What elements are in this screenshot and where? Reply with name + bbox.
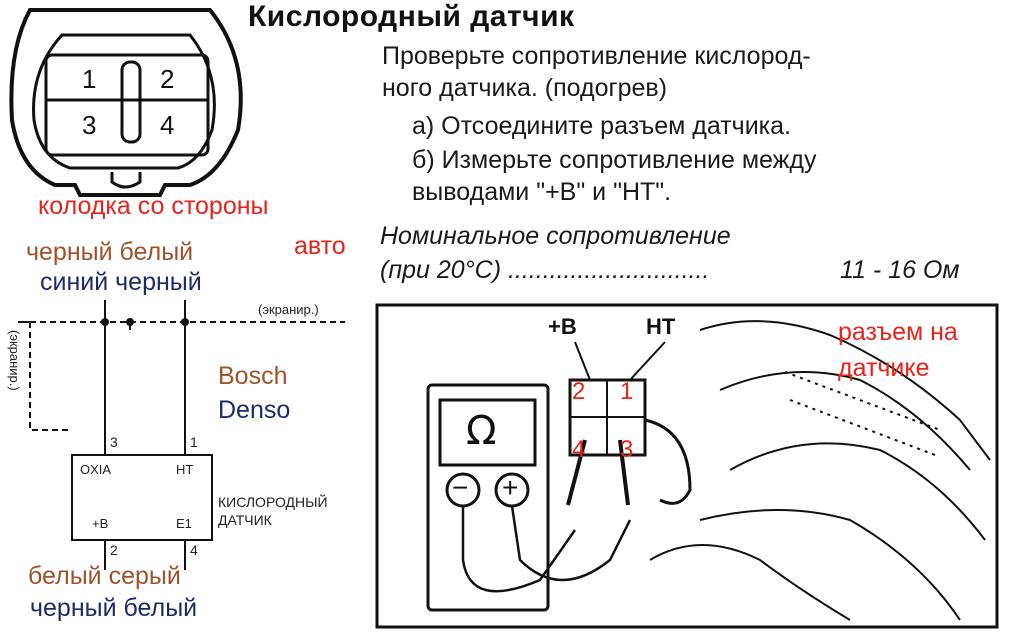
- connector-pin-2: 2: [160, 64, 175, 94]
- schematic-pin-1: 1: [190, 434, 198, 450]
- probe-label-ht: HT: [646, 314, 676, 339]
- plus-terminal-icon: +: [502, 472, 519, 503]
- sensor-pin-e1: E1: [176, 516, 192, 531]
- sensor-pin-plus-b: +B: [92, 516, 109, 531]
- shield-side-label: (экранир.): [7, 330, 22, 391]
- instruction-line-2: ного датчика. (подогрев): [382, 74, 668, 102]
- shield-label: (экранир.): [258, 302, 319, 317]
- wire-colors-denso-top: синий черный: [40, 268, 202, 296]
- connector-caption-line-1: колодка со стороны: [38, 192, 269, 220]
- connector-pin-4: 4: [160, 110, 175, 140]
- instruction-step-b-line-1: б) Измерьте сопротивление между: [412, 146, 817, 174]
- minus-terminal-icon: −: [452, 472, 469, 503]
- connector-caption-line-2: авто: [294, 232, 346, 260]
- connector-pin-1: 1: [82, 64, 97, 94]
- schematic-pin-4: 4: [190, 542, 198, 558]
- photo-caption-line-1: разъем на: [838, 318, 958, 346]
- connector-drawing: [9, 8, 243, 197]
- schematic-pin-3: 3: [110, 434, 118, 450]
- ohm-icon: Ω: [466, 408, 497, 454]
- photo-illustration: [375, 303, 999, 629]
- nominal-resistance-condition: (при 20°С) .............................: [380, 256, 710, 284]
- nominal-resistance-label: Номинальное сопротивление: [380, 222, 731, 250]
- wire-colors-denso-bottom: черный белый: [30, 594, 198, 622]
- photo-pin-1: 1: [620, 378, 634, 405]
- connector-pin-3: 3: [82, 110, 97, 140]
- photo-caption-line-2: датчике: [838, 354, 930, 382]
- probe-label-plus-b: +B: [548, 314, 577, 339]
- brand-denso: Denso: [218, 396, 291, 424]
- instruction-step-b-line-2: выводами "+В" и "НТ".: [412, 178, 672, 206]
- page-title: Кислородный датчик: [248, 0, 575, 33]
- photo-pin-3: 3: [620, 436, 634, 463]
- sensor-label-line-1: КИСЛОРОДНЫЙ: [218, 494, 328, 510]
- sensor-label-line-2: ДАТЧИК: [218, 512, 272, 528]
- wire-colors-bosch-top: черный белый: [26, 238, 194, 266]
- instruction-line-1: Проверьте сопротивление кислород-: [382, 42, 811, 70]
- nominal-resistance-value: 11 - 16 Ом: [840, 256, 960, 284]
- instruction-step-a: а) Отсоедините разъем датчика.: [412, 112, 791, 140]
- schematic-pin-2: 2: [110, 542, 118, 558]
- wire-colors-bosch-bottom: белый серый: [28, 562, 181, 590]
- photo-pin-4: 4: [572, 436, 586, 463]
- sensor-pin-ht: HT: [176, 462, 194, 477]
- sensor-pin-oxia: OXIA: [80, 462, 112, 477]
- wiring-schematic: [18, 300, 345, 570]
- photo-pin-2: 2: [572, 378, 586, 405]
- brand-bosch: Bosch: [218, 362, 288, 390]
